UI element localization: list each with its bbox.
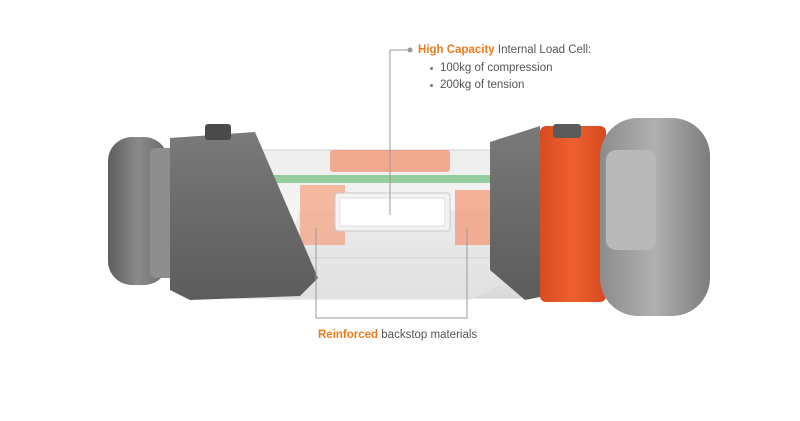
backstop-highlight: Reinforced — [318, 329, 379, 341]
backstop-callout: Reinforced backstop materials — [318, 329, 477, 341]
load-cell-highlight: High Capacity — [418, 44, 495, 56]
callout-lines — [315, 47, 468, 319]
load-cell-specs: 100kg of compression 200kg of tension — [418, 60, 591, 93]
backstop-text: backstop materials — [378, 329, 478, 341]
orange-ring — [540, 124, 606, 302]
left-body-shell — [170, 132, 318, 300]
load-cell — [334, 192, 451, 232]
circuit-board — [270, 175, 490, 183]
load-cell-heading-text: Internal Load Cell: — [494, 44, 592, 56]
left-end-cap — [108, 137, 180, 285]
load-cell-callout: High Capacity Internal Load Cell: 100kg … — [418, 42, 591, 93]
load-cell-heading: High Capacity Internal Load Cell: — [418, 42, 591, 58]
right-collar — [490, 126, 545, 300]
tension-spec: 200kg of tension — [430, 77, 591, 93]
left-clip — [205, 124, 231, 140]
compression-spec: 100kg of compression — [430, 60, 591, 76]
right-end-cap — [600, 118, 710, 316]
